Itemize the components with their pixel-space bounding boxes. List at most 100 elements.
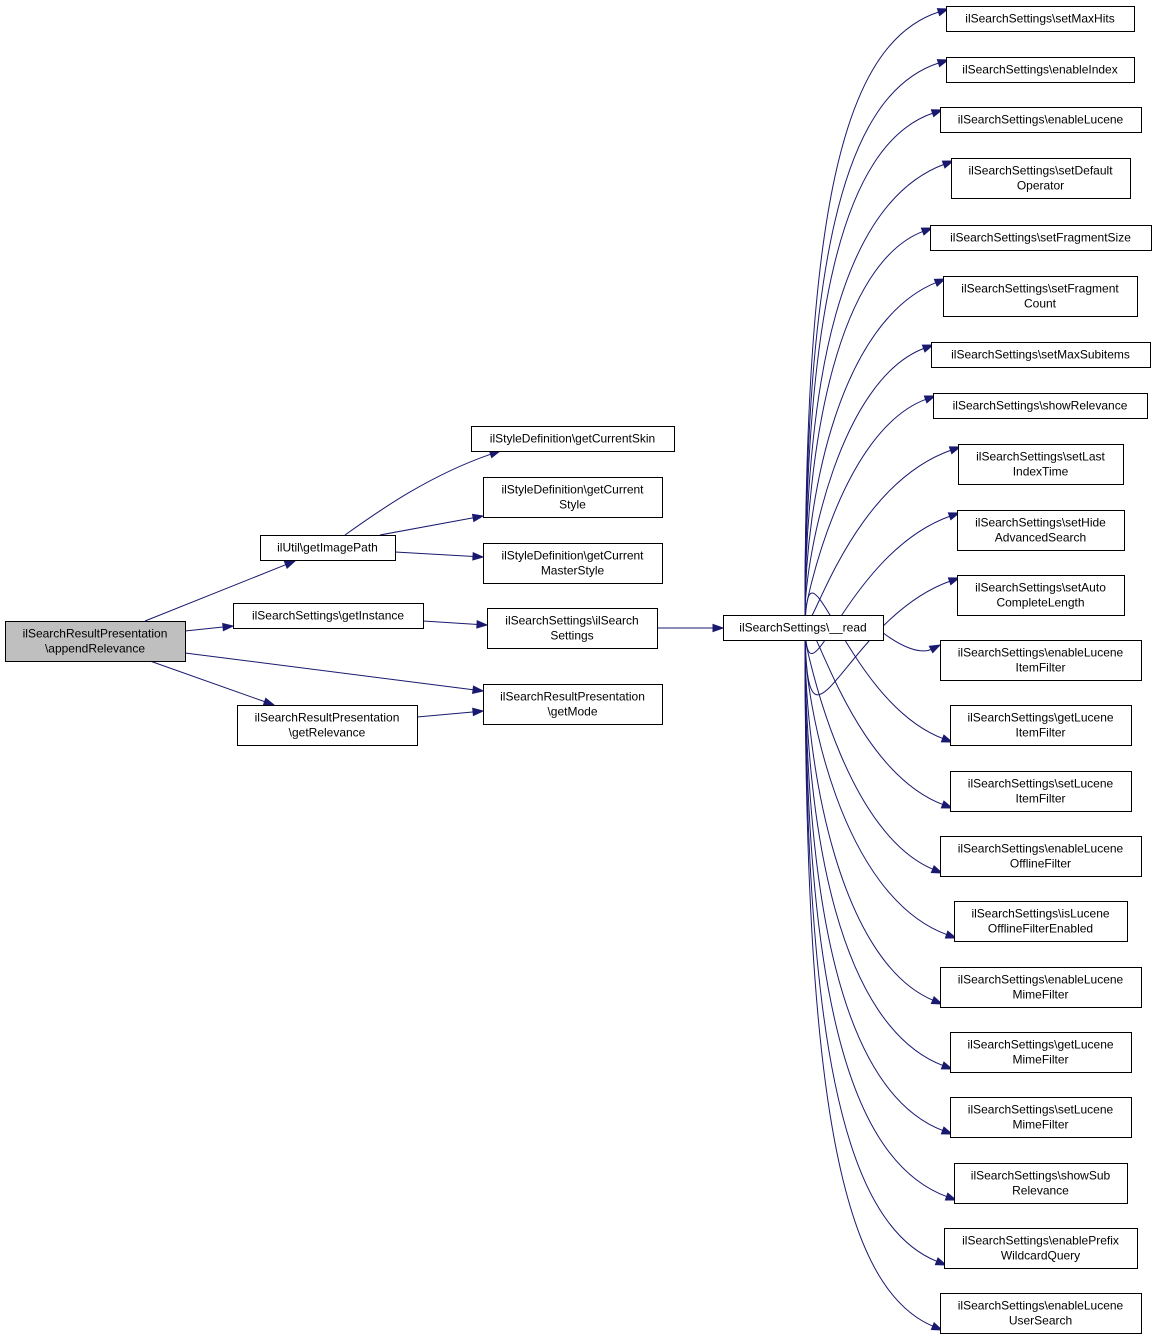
node-label-line: MimeFilter <box>1013 1053 1069 1067</box>
edge-line <box>344 453 492 536</box>
node-label-line: CompleteLength <box>996 596 1084 610</box>
node-box <box>940 640 1142 681</box>
edge-line <box>184 626 225 632</box>
arrowhead <box>941 160 955 169</box>
edge-read-to-setMaxSubitems <box>804 344 935 616</box>
node-box <box>930 225 1152 251</box>
node-box <box>946 6 1135 32</box>
edge-line <box>804 449 952 624</box>
node-label-line: AdvancedSearch <box>995 531 1086 545</box>
node-enableLucene[interactable]: ilSearchSettings\enableLucene <box>940 107 1142 133</box>
arrowhead <box>930 1322 944 1331</box>
node-getCurrentSkin[interactable]: ilStyleDefinition\getCurrentSkin <box>471 426 675 452</box>
node-enableIndex[interactable]: ilSearchSettings\enableIndex <box>946 57 1135 83</box>
node-enableLuceneOfflineFilter[interactable]: ilSearchSettings\enableLuceneOfflineFilt… <box>940 836 1142 877</box>
node-label-line: ilSearchSettings\enableLucene <box>958 113 1124 127</box>
node-label-line: ilSearchSettings\enablePrefix <box>962 1234 1119 1248</box>
node-label-line: IndexTime <box>1013 465 1069 479</box>
node-label-line: Count <box>1024 297 1057 311</box>
node-box <box>5 621 186 662</box>
edge-line <box>804 112 934 616</box>
node-root[interactable]: ilSearchResultPresentation\appendRelevan… <box>5 621 186 662</box>
edge-read-to-getLuceneMimeFilter <box>804 639 954 1070</box>
edge-read-to-setLastIndexTime <box>804 446 962 624</box>
arrowhead <box>712 623 725 633</box>
edge-getRelevance-to-getMode <box>416 707 485 718</box>
node-label-line: ilSearchSettings\enableLucene <box>958 1299 1124 1313</box>
node-read[interactable]: ilSearchSettings\__read <box>723 615 884 641</box>
node-box <box>237 705 418 746</box>
edge-read-to-enablePrefixWildcardQuery <box>804 639 948 1266</box>
edge-read-to-enableLuceneMimeFilter <box>804 639 944 1005</box>
node-setMaxHits[interactable]: ilSearchSettings\setMaxHits <box>946 6 1135 32</box>
arrowhead <box>928 644 942 654</box>
edge-line <box>184 652 475 691</box>
node-getRelevance[interactable]: ilSearchResultPresentation\getRelevance <box>237 705 418 746</box>
node-label-line: ilSearchSettings\isLucene <box>971 907 1109 921</box>
edge-getImagePath-to-getCurrentSkin <box>344 450 502 536</box>
edge-line <box>149 660 266 703</box>
node-label-line: \appendRelevance <box>45 642 145 656</box>
edge-read-to-setFragmentSize <box>804 227 934 616</box>
arrowhead <box>940 1061 954 1070</box>
edge-read-to-enableLuceneOfflineFilter <box>804 639 944 874</box>
edge-line <box>804 639 944 1067</box>
node-label-line: ilSearchSettings\enableLucene <box>958 646 1124 660</box>
node-label-line: ilSearchSettings\setLast <box>976 450 1105 464</box>
edge-read-to-setFragmentCount <box>804 278 947 616</box>
arrowhead <box>222 622 235 632</box>
node-getImagePath[interactable]: ilUtil\getImagePath <box>260 535 396 561</box>
node-showRelevance[interactable]: ilSearchSettings\showRelevance <box>933 393 1148 419</box>
node-label-line: ilSearchSettings\enableIndex <box>962 63 1117 77</box>
node-label-line: OfflineFilter <box>1010 857 1071 871</box>
node-label-line: ilSearchSettings\setAuto <box>975 581 1106 595</box>
node-getInstance[interactable]: ilSearchSettings\getInstance <box>233 603 424 629</box>
node-label-line: ilSearchSettings\showSub <box>971 1169 1111 1183</box>
node-label-line: ilSearchSettings\setDefault <box>968 164 1113 178</box>
node-setMaxSubitems[interactable]: ilSearchSettings\setMaxSubitems <box>931 342 1151 368</box>
node-ctor[interactable]: ilSearchSettings\ilSearchSettings <box>487 608 658 649</box>
node-label-line: Style <box>559 498 586 512</box>
node-label-line: MimeFilter <box>1013 1118 1069 1132</box>
node-box <box>950 705 1132 746</box>
node-label-line: ilSearchResultPresentation <box>500 690 645 704</box>
edge-root-to-getRelevance <box>149 660 276 706</box>
node-label-line: ilUtil\getImagePath <box>277 541 378 555</box>
edge-line <box>804 11 940 616</box>
node-box <box>723 615 884 641</box>
node-isLuceneOfflineFilterEnabled[interactable]: ilSearchSettings\isLuceneOfflineFilterEn… <box>954 901 1128 942</box>
edge-getInstance-to-ctor <box>422 620 489 629</box>
edge-line <box>804 639 944 1132</box>
arrowhead <box>944 1192 958 1201</box>
edge-line <box>804 163 945 616</box>
node-label-line: ilSearchSettings\getLucene <box>967 711 1113 725</box>
edge-line <box>804 639 934 871</box>
node-box <box>940 967 1142 1008</box>
node-label-line: ilSearchSettings\enableLucene <box>958 842 1124 856</box>
node-box <box>957 510 1125 551</box>
edge-read-to-setMaxHits <box>804 8 950 616</box>
node-label-line: Relevance <box>1012 1184 1069 1198</box>
node-setFragmentSize[interactable]: ilSearchSettings\setFragmentSize <box>930 225 1152 251</box>
node-box <box>483 543 663 584</box>
edges-layer <box>144 8 962 1331</box>
node-enablePrefixWildcardQuery[interactable]: ilSearchSettings\enablePrefixWildcardQue… <box>944 1228 1138 1269</box>
arrowhead <box>944 930 958 939</box>
node-getMode[interactable]: ilSearchResultPresentation\getMode <box>483 684 663 725</box>
